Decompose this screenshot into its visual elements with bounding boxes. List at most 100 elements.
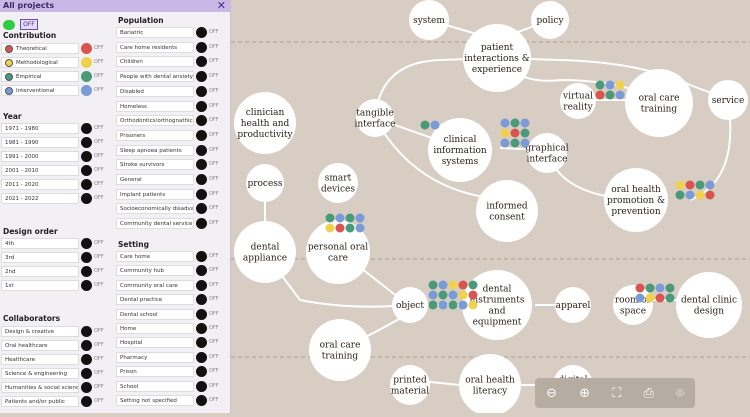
map-node-service[interactable]: service <box>708 80 748 120</box>
project-dot[interactable] <box>428 290 438 300</box>
project-dot[interactable] <box>695 190 705 200</box>
toggle-knob-icon[interactable] <box>196 85 207 97</box>
toggle-knob-icon[interactable] <box>196 337 207 349</box>
toggle-knob-icon[interactable] <box>196 218 207 230</box>
project-dot[interactable] <box>615 80 625 90</box>
toggle-knob-icon[interactable] <box>196 144 207 156</box>
project-dot[interactable] <box>655 283 665 293</box>
toggle-knob-icon[interactable] <box>196 56 207 68</box>
fit-view-icon[interactable]: ⛶ <box>612 385 622 401</box>
project-dot[interactable] <box>500 128 510 138</box>
toggle-knob-icon[interactable] <box>81 368 92 379</box>
toggle-knob-icon[interactable] <box>196 41 207 53</box>
project-dot[interactable] <box>420 120 430 130</box>
toggle-knob-icon[interactable] <box>81 137 92 148</box>
project-dot[interactable] <box>428 300 438 310</box>
project-dot[interactable] <box>685 180 695 190</box>
project-dot[interactable] <box>520 138 530 148</box>
zoom-in-icon[interactable]: ⊕ <box>579 385 591 401</box>
toggle-knob-icon[interactable] <box>81 193 92 204</box>
toggle-knob-icon[interactable] <box>196 251 207 262</box>
project-dot[interactable] <box>695 180 705 190</box>
project-dot[interactable] <box>468 290 478 300</box>
toggle-knob-icon[interactable] <box>196 294 207 306</box>
project-dot[interactable] <box>448 290 458 300</box>
project-dot[interactable] <box>635 293 645 303</box>
project-dot[interactable] <box>595 90 605 100</box>
toggle-knob-icon[interactable] <box>196 71 207 83</box>
project-dot[interactable] <box>500 138 510 148</box>
toggle-knob-icon[interactable] <box>81 43 92 54</box>
project-dot[interactable] <box>458 300 468 310</box>
toggle-knob-icon[interactable] <box>196 159 207 171</box>
toggle-knob-icon[interactable] <box>81 165 92 176</box>
project-dot[interactable] <box>655 293 665 303</box>
map-node-system[interactable]: system <box>409 0 449 40</box>
toggle-knob-icon[interactable] <box>196 323 207 334</box>
project-dot[interactable] <box>665 283 675 293</box>
project-dot[interactable] <box>605 80 615 90</box>
zoom-out-icon[interactable]: ⊖ <box>546 385 557 401</box>
toggle-knob-icon[interactable] <box>196 366 207 378</box>
project-dot[interactable] <box>458 290 468 300</box>
toggle-knob-icon[interactable] <box>196 100 207 112</box>
map-node-policy[interactable]: policy <box>531 1 569 39</box>
toggle-knob-icon[interactable] <box>81 326 92 337</box>
project-dot[interactable] <box>325 213 335 223</box>
project-dot[interactable] <box>500 118 510 128</box>
project-dot[interactable] <box>430 120 440 130</box>
master-toggle[interactable]: OFF <box>3 14 38 33</box>
project-dot[interactable] <box>665 293 675 303</box>
toggle-knob-icon[interactable] <box>81 252 92 263</box>
project-dot[interactable] <box>345 213 355 223</box>
toggle-knob-icon[interactable] <box>196 265 207 277</box>
toggle-knob-icon[interactable] <box>81 340 92 351</box>
project-dot[interactable] <box>438 300 448 310</box>
population-filter-row[interactable]: Socioeconomically disadvantagedOFF <box>116 203 228 215</box>
toggle-knob-icon[interactable] <box>81 71 92 82</box>
toggle-knob-icon[interactable] <box>81 382 92 393</box>
project-dot[interactable] <box>325 223 335 233</box>
map-node-process[interactable]: process <box>246 164 284 202</box>
project-dot[interactable] <box>448 280 458 290</box>
population-filter-row[interactable]: Community dental service usersOFF <box>116 218 228 230</box>
project-dot[interactable] <box>355 213 365 223</box>
toggle-knob-icon[interactable] <box>196 174 207 185</box>
